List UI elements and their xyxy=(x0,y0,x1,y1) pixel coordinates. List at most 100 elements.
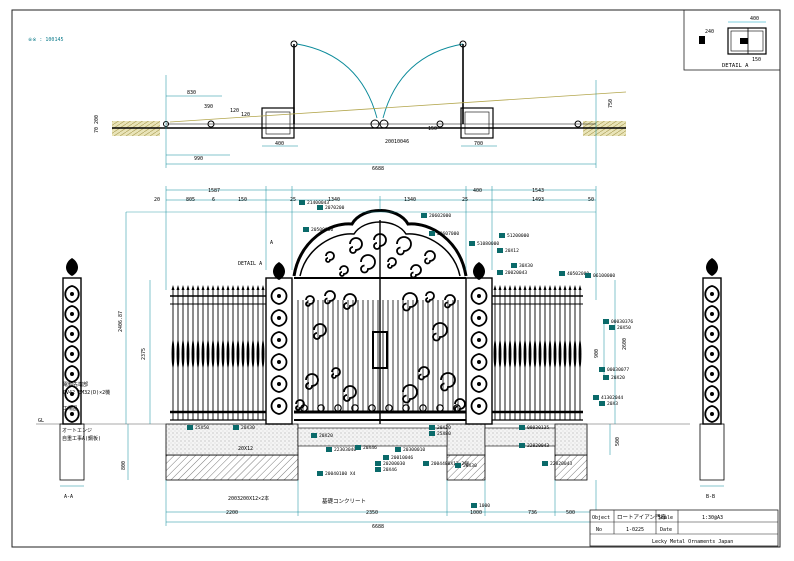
elev-bottom-dim: 2350 xyxy=(366,510,378,516)
elev-label-auto: オートエンジ xyxy=(62,428,92,434)
fence-right xyxy=(492,285,583,421)
title-date-label: Date xyxy=(660,527,672,533)
pillar-left xyxy=(265,262,293,425)
part-code-label: 30X30 xyxy=(519,263,533,269)
part-code-label: 20X30 xyxy=(241,425,255,431)
gl-label: GL xyxy=(38,418,44,424)
elev-top-dim: 50 xyxy=(588,197,594,203)
detail-a-dim-240: 240 xyxy=(705,29,714,35)
elev-label-anchor: 2003200X12×2本 xyxy=(228,495,269,502)
plan-dim: 750 xyxy=(608,99,614,108)
plan-dim: 400 xyxy=(275,141,284,147)
plan-label: 20010046 xyxy=(385,139,409,145)
section-aa xyxy=(59,258,85,487)
part-code-label: 51080000 xyxy=(477,241,499,247)
main-gate xyxy=(292,209,468,424)
elev-top-dim: 20 xyxy=(154,197,160,203)
elev-side-dim: 2406.87 xyxy=(118,311,124,332)
title-company: Lecky Metal Ornaments Japan xyxy=(652,539,733,545)
part-code-label: 2070200 xyxy=(325,205,345,211)
elev-top-dim: 6 xyxy=(212,197,215,203)
part-code-label: 22820043 xyxy=(527,443,549,449)
elev-label-bar: 20X12 xyxy=(238,446,253,452)
elev-side-dim: 800 xyxy=(121,461,127,470)
part-code-label: 00030135 xyxy=(527,425,549,431)
part-code-label: 20607000 xyxy=(437,231,459,237)
elev-top-dim: 25 xyxy=(290,197,296,203)
part-code-label: 20X3 xyxy=(607,401,618,407)
elev-top-dim: 1340 xyxy=(404,197,416,203)
part-code-label: 20X30 xyxy=(463,463,477,469)
elev-label-motor-spec: GV42 EM32(D)×2機 xyxy=(63,389,110,396)
elev-top-dim: 150 xyxy=(238,197,247,203)
plan-dim: 120 xyxy=(241,112,250,118)
part-code-label: 25X50 xyxy=(195,425,209,431)
section-aa-label: A-A xyxy=(64,494,73,500)
part-code-label: 20X12 xyxy=(505,248,519,254)
part-code-label: 06100000 xyxy=(593,273,615,279)
title-no-value: 1-0225 xyxy=(626,527,644,533)
elev-bottom-dim: 2200 xyxy=(226,510,238,516)
plan-dim: 70 200 xyxy=(94,115,100,133)
part-code-label: 21400043 xyxy=(307,200,329,206)
part-code-label: 20200030 xyxy=(383,461,405,467)
elev-label-factory: 工場品 xyxy=(63,405,78,412)
part-code-label: 22820043 xyxy=(550,461,572,467)
elev-top-dim: 1493 xyxy=(532,197,544,203)
part-code-label: 20X46 xyxy=(383,467,397,473)
detail-a-dim-400: 400 xyxy=(750,16,759,22)
elev-label-foundation: 基礎コンクリート xyxy=(322,497,366,505)
part-code-label: 20602000 xyxy=(429,213,451,219)
title-object-value: ロートアイアン門扉 xyxy=(617,513,667,521)
elev-top-dim: 1543 xyxy=(532,188,544,194)
part-code-label: 20040100 X4 xyxy=(325,471,356,477)
section-bb-label: B-B xyxy=(706,494,715,500)
title-scale-label: Scale xyxy=(658,515,673,521)
part-code-label: 22303040 xyxy=(334,447,356,453)
elev-label-motor: 電動先端部 xyxy=(63,381,88,388)
plan-dim: 700 xyxy=(474,141,483,147)
part-code-label: 1000 xyxy=(479,503,490,509)
part-code-label: 20300010 xyxy=(403,447,425,453)
part-code-label: 20010046 xyxy=(391,455,413,461)
detail-a-label: DETAIL A xyxy=(722,63,749,69)
plan-view: 830 390 120 120 990 400 700 150 750 6688… xyxy=(94,40,627,172)
part-code-label: 41302044 xyxy=(601,395,623,401)
elev-label-detail: DETAIL A xyxy=(238,261,262,267)
plan-dim: 120 xyxy=(230,108,239,114)
part-code-label: 20X20 xyxy=(319,433,333,439)
elev-bottom-dim: 500 xyxy=(566,510,575,516)
elev-top-dim: 1587 xyxy=(208,188,220,194)
part-code-label: 20X20 xyxy=(611,375,625,381)
part-code-label: 20020043 xyxy=(505,270,527,276)
title-object-label: Object xyxy=(592,515,610,521)
elev-side-dim: 500 xyxy=(615,437,621,446)
plan-dim-total: 6688 xyxy=(372,166,384,172)
elev-bottom-dim: 1000 xyxy=(470,510,482,516)
plan-dim: 990 xyxy=(194,156,203,162)
part-code-label: 2004400X12×2個 xyxy=(431,460,469,467)
elev-top-dim: 400 xyxy=(473,188,482,194)
elev-side-dim: 2375 xyxy=(141,348,147,360)
plan-dim: 830 xyxy=(187,90,196,96)
outer-border xyxy=(11,9,781,548)
elev-label-work: 自重工事A(鋼板) xyxy=(62,435,101,442)
part-code-label: 00030077 xyxy=(607,367,629,373)
part-code-label: 20500000 xyxy=(311,227,333,233)
pillar-right xyxy=(465,262,493,425)
note-text: ※※ : 100145 xyxy=(28,37,63,43)
elev-side-dim: 900 xyxy=(594,349,600,358)
detail-a-box: 400 240 150 DETAIL A xyxy=(683,9,781,71)
fence-left xyxy=(170,285,266,421)
part-code-label: 20X20 xyxy=(437,425,451,431)
elev-top-dim: 25 xyxy=(462,197,468,203)
elev-side-dim: 2600 xyxy=(622,338,628,350)
plan-dim: 390 xyxy=(204,104,213,110)
elev-bottom-dim: 736 xyxy=(528,510,537,516)
elev-label-a: A xyxy=(270,240,273,246)
title-block: Object ロートアイアン門扉 Scale 1:30@A3 No 1-0225… xyxy=(589,509,779,547)
elev-bottom-dim-total: 6688 xyxy=(372,524,384,530)
part-code-label: 40502000 xyxy=(567,271,589,277)
part-code-label: 00030376 xyxy=(611,319,633,325)
title-no-label: No xyxy=(596,527,602,533)
